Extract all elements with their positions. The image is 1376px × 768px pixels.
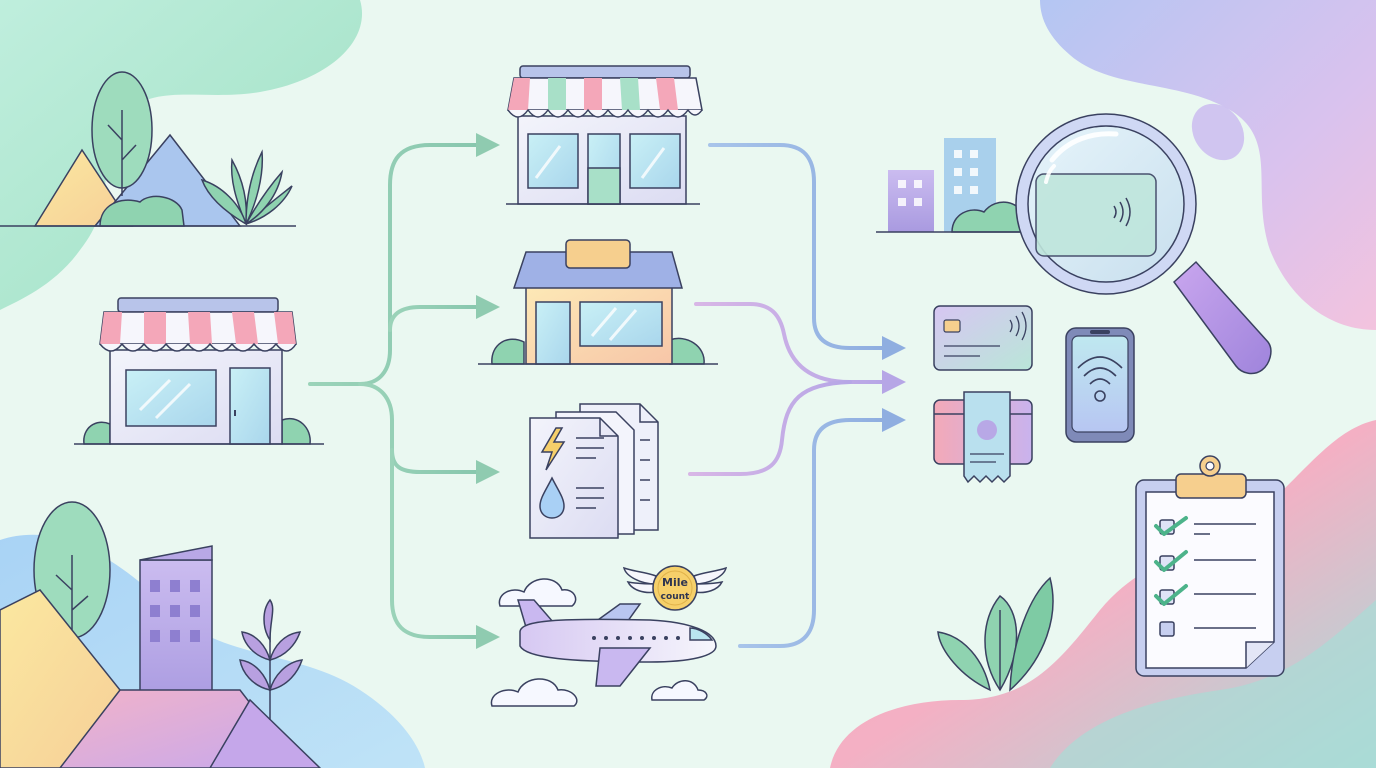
arrow-to-shop-building [388, 305, 480, 332]
clipboard-checklist-icon [1135, 455, 1285, 677]
check-icon [1154, 550, 1188, 572]
utility-bills [529, 403, 659, 539]
contactless-card [933, 305, 1033, 371]
arrowhead-to-payments [882, 370, 906, 394]
credit-card-icon [933, 305, 1033, 371]
landscape-bottom-left [0, 501, 322, 768]
mile-badge-line2: count [661, 592, 690, 602]
lightning-icon [540, 427, 566, 471]
arrow-to-flight-miles [390, 448, 480, 639]
arrowhead-utility-bills [476, 460, 500, 484]
plant-decor [937, 576, 1054, 692]
city-skyline [876, 138, 1030, 233]
water-drop-icon [539, 476, 565, 519]
arrowhead-to-card [882, 336, 906, 360]
magnifier [1015, 113, 1272, 375]
magnifying-glass-icon [1015, 113, 1272, 375]
airplane-icon [516, 599, 717, 687]
card-receipt [933, 391, 1033, 484]
checklist [1135, 455, 1285, 677]
storefront-icon [74, 297, 324, 445]
retail-store [506, 65, 703, 205]
arrowhead-shop-building [476, 295, 500, 319]
flight-miles: Mile count [490, 565, 728, 707]
arrow-from-utility-bills [688, 380, 852, 476]
merge-arrows [688, 143, 906, 648]
arrow-to-utility-bills [358, 382, 480, 474]
arrow-from-flight-miles [738, 418, 886, 648]
shop-building [478, 239, 718, 365]
arrow-from-retail-store [708, 143, 886, 350]
check-icon [1154, 516, 1188, 536]
mobile-pay [1065, 327, 1135, 443]
arrow-from-shop-building [694, 302, 886, 384]
split-arrows [308, 133, 500, 649]
origin-store [74, 297, 324, 445]
shop-sign-icon [478, 239, 718, 365]
storefront-awning-icon [506, 65, 703, 205]
check-icon [1154, 584, 1188, 606]
receipt-icon [933, 391, 1033, 484]
cloud-icon [490, 578, 708, 707]
winged-coin-icon [622, 565, 728, 611]
mile-badge: Mile count [622, 565, 728, 611]
mile-badge-line1: Mile [662, 576, 688, 589]
arrowhead-to-receipt [882, 408, 906, 432]
arrowhead-retail-store [476, 133, 500, 157]
smartphone-nfc-icon [1065, 327, 1135, 443]
landscape-top-left [0, 71, 296, 227]
bill-documents-icon [529, 403, 659, 539]
arrow-to-retail-store [308, 143, 480, 386]
arrowhead-flight-miles [476, 625, 500, 649]
